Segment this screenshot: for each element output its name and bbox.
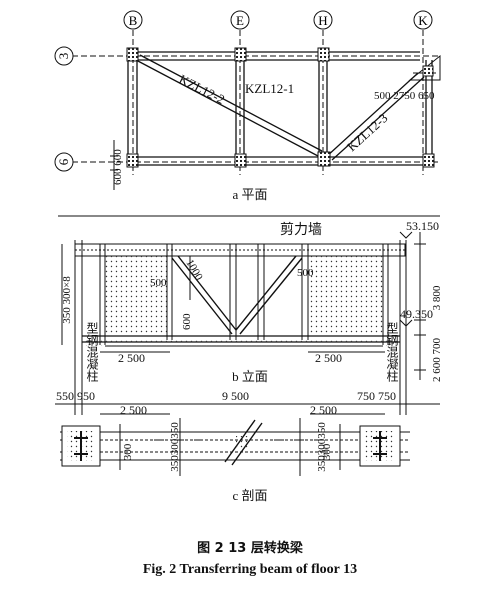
column-label-right: 型钢混凝柱 bbox=[385, 322, 399, 383]
elev-dim-500-right: 500 bbox=[297, 267, 314, 279]
elev-dim-500-left: 500 bbox=[150, 277, 167, 289]
section-labels: 550 950 9 500 750 750 2 500 2 500 300 30… bbox=[56, 389, 396, 503]
axis-e-label: E bbox=[236, 13, 244, 28]
figure-caption-en: Fig. 2 Transferring beam of floor 13 bbox=[142, 562, 358, 577]
section-dim-750-750: 750 750 bbox=[357, 389, 396, 403]
section-dim-550-950: 550 950 bbox=[56, 389, 95, 403]
elev-dim-600: 600 bbox=[181, 313, 193, 330]
section-caption: c 剖面 bbox=[232, 488, 267, 503]
section-dim-9500: 9 500 bbox=[222, 389, 249, 403]
axis-3-label: 3 bbox=[56, 53, 71, 60]
plan-caption: a 平面 bbox=[232, 187, 267, 202]
section-dim-300-a: 300 bbox=[122, 443, 134, 460]
elev-top-value: 53.150 bbox=[406, 219, 439, 233]
elev-dim-right-stack: 2 600 700 bbox=[431, 338, 443, 383]
elevation-caption: b 立面 bbox=[232, 369, 268, 384]
axis-k-label: K bbox=[418, 13, 428, 28]
shear-wall-label: 剪力墙 bbox=[280, 222, 322, 238]
section-span-right: 2 500 bbox=[310, 403, 337, 417]
axis-b-label: B bbox=[129, 13, 138, 28]
plan-beam-kzl12-2: KZL12-2 bbox=[177, 71, 228, 107]
plan-labels: KZL12-2 KZL12-1 KZL12-3 500 2750 650 600… bbox=[112, 71, 435, 202]
elevation-labels: 剪力墙 53.150 49.350 3 800 2 600 700 350 30… bbox=[61, 219, 443, 384]
plan-beam-kzl12-1: KZL12-1 bbox=[245, 81, 294, 96]
section-view bbox=[55, 403, 440, 476]
figure-caption-cn: 图 2 13 层转换梁 bbox=[197, 541, 303, 556]
plan-dim-left: 600 600 bbox=[112, 149, 124, 185]
elev-span-right: 2 500 bbox=[315, 351, 342, 365]
section-span-left: 2 500 bbox=[120, 403, 147, 417]
elev-span-left: 2 500 bbox=[118, 351, 145, 365]
elev-mid-value: 49.350 bbox=[400, 307, 433, 321]
axis-6-label: 6 bbox=[56, 158, 71, 165]
elevation-view bbox=[58, 215, 440, 415]
elev-dim-left-stack: 350 300×8 bbox=[61, 276, 73, 324]
plan-beam-kzl12-3: KZL12-3 bbox=[344, 110, 391, 154]
section-dim-300-b: 300 bbox=[321, 443, 333, 460]
column-label-left: 型钢混凝柱 bbox=[85, 322, 99, 383]
plan-view bbox=[72, 30, 441, 190]
elev-dim-diag: 1000 bbox=[183, 258, 205, 283]
axis-h-label: H bbox=[318, 13, 327, 28]
section-dim-350-300-350-b: 350300350 bbox=[316, 422, 328, 472]
elev-dim-3800: 3 800 bbox=[431, 285, 443, 310]
section-dim-350-300-350-a: 350300350 bbox=[169, 422, 181, 472]
grid-axis-bubbles: B E H K 3 6 bbox=[54, 10, 433, 172]
plan-dim-right: 500 2750 650 bbox=[374, 90, 435, 102]
